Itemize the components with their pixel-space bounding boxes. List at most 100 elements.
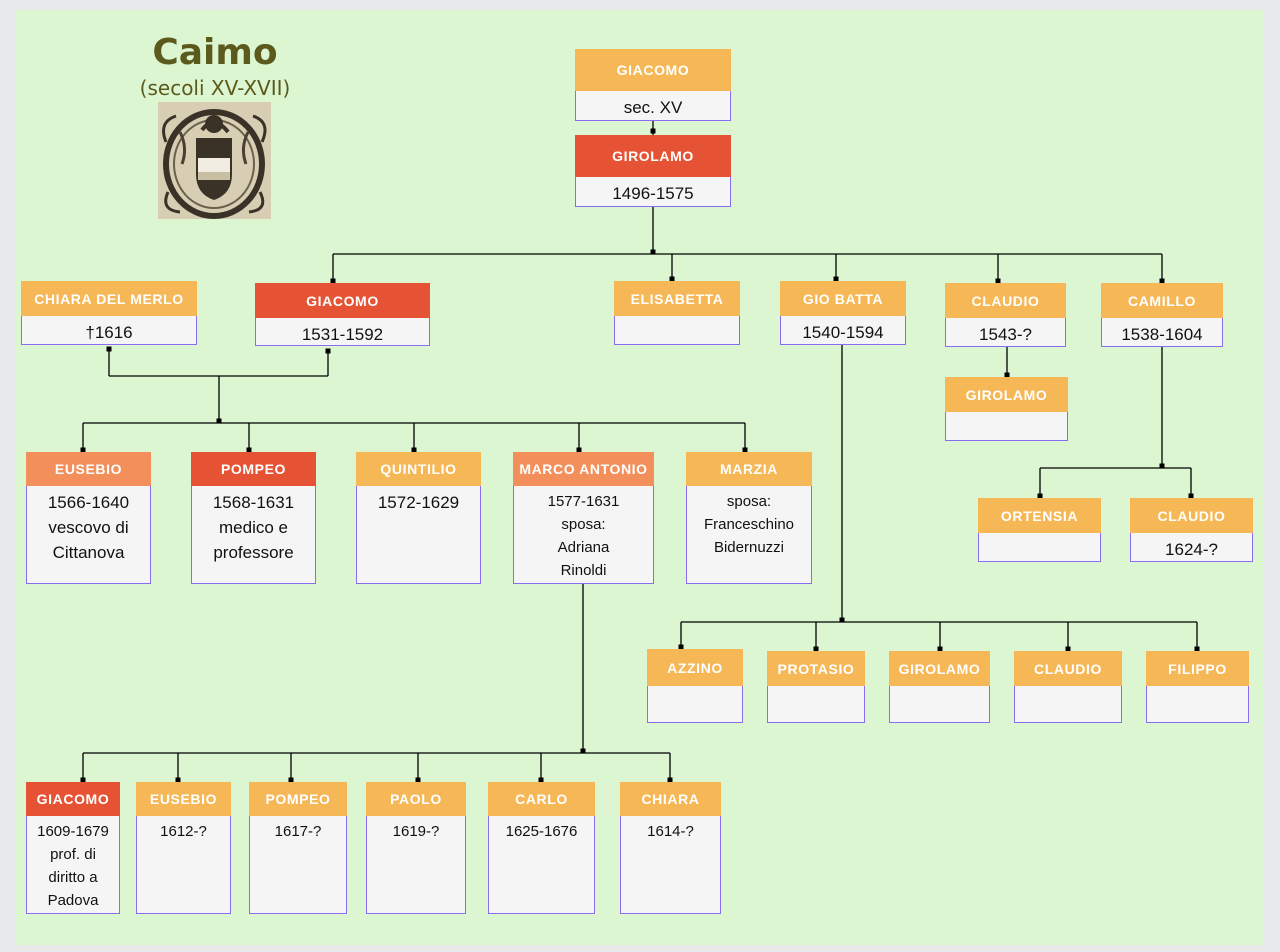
connector-endpoint bbox=[1188, 493, 1194, 499]
connector-endpoint bbox=[246, 447, 252, 453]
page-subtitle: (secoli XV-XVII) bbox=[139, 76, 291, 100]
person-box-protasio: PROTASIO bbox=[767, 651, 865, 723]
connector-endpoint bbox=[325, 348, 331, 354]
person-info: 1617-? bbox=[249, 816, 347, 914]
connector-endpoint bbox=[650, 128, 656, 134]
connector-endpoint bbox=[288, 777, 294, 783]
person-box-girolamo-son-claudio: GIROLAMO bbox=[945, 377, 1068, 441]
connector-endpoint bbox=[175, 777, 181, 783]
connector-endpoint bbox=[576, 447, 582, 453]
person-name: EUSEBIO bbox=[26, 452, 151, 486]
person-name: GIROLAMO bbox=[945, 377, 1068, 412]
connector-endpoint bbox=[80, 447, 86, 453]
person-name: CARLO bbox=[488, 782, 595, 816]
connector-endpoint bbox=[833, 276, 839, 282]
person-name: GIACOMO bbox=[26, 782, 120, 816]
connector-endpoint bbox=[667, 777, 673, 783]
person-name: AZZINO bbox=[647, 649, 743, 686]
connector-endpoint bbox=[1159, 463, 1165, 469]
connector-endpoint bbox=[1194, 646, 1200, 652]
person-info bbox=[767, 686, 865, 723]
person-name: GIROLAMO bbox=[889, 651, 990, 686]
person-name: MARCO ANTONIO bbox=[513, 452, 654, 486]
person-info: 1624-? bbox=[1130, 533, 1253, 562]
person-name: GIACOMO bbox=[255, 283, 430, 318]
connector-endpoint bbox=[80, 777, 86, 783]
person-info bbox=[889, 686, 990, 723]
person-name: POMPEO bbox=[249, 782, 347, 816]
person-info: 1568-1631 medico e professore bbox=[191, 486, 316, 584]
connector-endpoint bbox=[1065, 646, 1071, 652]
person-info: 1612-? bbox=[136, 816, 231, 914]
person-name: CHIARA DEL MERLO bbox=[21, 281, 197, 316]
person-info bbox=[1146, 686, 1249, 723]
connector-endpoint bbox=[678, 644, 684, 650]
person-name: MARZIA bbox=[686, 452, 812, 486]
person-info: 1543-? bbox=[945, 318, 1066, 347]
person-name: ORTENSIA bbox=[978, 498, 1101, 533]
connector-endpoint bbox=[580, 748, 586, 754]
coat-of-arms-image bbox=[158, 102, 271, 219]
person-name: ELISABETTA bbox=[614, 281, 740, 316]
person-info bbox=[614, 316, 740, 345]
connector-endpoint bbox=[1004, 372, 1010, 378]
connector-endpoint bbox=[650, 249, 656, 255]
connector-endpoint bbox=[813, 646, 819, 652]
person-info bbox=[978, 533, 1101, 562]
person-info: †1616 bbox=[21, 316, 197, 345]
person-name: PROTASIO bbox=[767, 651, 865, 686]
person-name: QUINTILIO bbox=[356, 452, 481, 486]
person-info bbox=[945, 412, 1068, 441]
person-name: PAOLO bbox=[366, 782, 466, 816]
person-info: 1619-? bbox=[366, 816, 466, 914]
connector-endpoint bbox=[216, 418, 222, 424]
person-info bbox=[647, 686, 743, 723]
connector-endpoint bbox=[937, 646, 943, 652]
person-info: 1572-1629 bbox=[356, 486, 481, 584]
person-info: 1577-1631 sposa: Adriana Rinoldi bbox=[513, 486, 654, 584]
person-name: CLAUDIO bbox=[945, 283, 1066, 318]
connector-endpoint bbox=[330, 278, 336, 284]
person-info: 1614-? bbox=[620, 816, 721, 914]
person-box-claudio-gb: CLAUDIO bbox=[1014, 651, 1122, 723]
connector-endpoint bbox=[669, 276, 675, 282]
connector-endpoint bbox=[415, 777, 421, 783]
connector-endpoint bbox=[839, 617, 845, 623]
person-name: CHIARA bbox=[620, 782, 721, 816]
person-name: CLAUDIO bbox=[1014, 651, 1122, 686]
connector-endpoint bbox=[1037, 493, 1043, 499]
connector-endpoint bbox=[742, 447, 748, 453]
connector-endpoint bbox=[538, 777, 544, 783]
person-info: sposa: Franceschino Bidernuzzi bbox=[686, 486, 812, 584]
person-box-azzino: AZZINO bbox=[647, 649, 743, 723]
connector-endpoint bbox=[106, 346, 112, 352]
person-info: sec. XV bbox=[575, 91, 731, 121]
person-name: GIACOMO bbox=[575, 49, 731, 91]
person-info: 1496-1575 bbox=[575, 177, 731, 207]
person-name: CAMILLO bbox=[1101, 283, 1223, 318]
person-info: 1531-1592 bbox=[255, 318, 430, 346]
person-box-chiara-del-merlo: CHIARA DEL MERLO†1616 bbox=[21, 281, 197, 345]
person-name: EUSEBIO bbox=[136, 782, 231, 816]
person-info: 1625-1676 bbox=[488, 816, 595, 914]
connector-endpoint bbox=[411, 447, 417, 453]
connector-endpoint bbox=[995, 278, 1001, 284]
person-name: POMPEO bbox=[191, 452, 316, 486]
person-box-ortensia: ORTENSIA bbox=[978, 498, 1101, 562]
